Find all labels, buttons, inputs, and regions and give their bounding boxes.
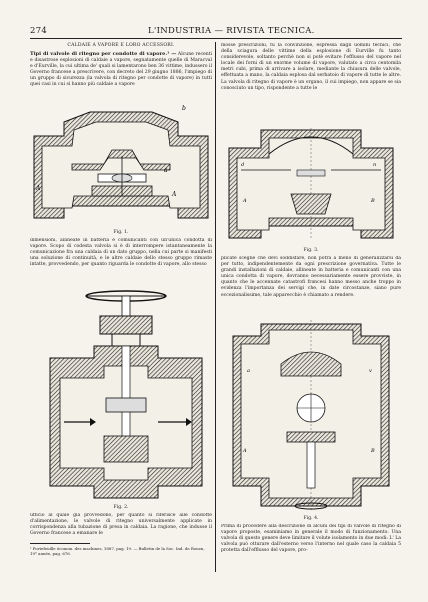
paragraph-bottom-left: ufficio al quale già provvedono, per qua… [30, 513, 212, 537]
svg-text:d: d [241, 162, 244, 168]
figure-1-caption: Fig. 1. [113, 230, 129, 235]
article-title: Tipi di valvole di ritegno per condotte … [30, 51, 177, 57]
svg-text:n: n [373, 162, 376, 168]
svg-text:A: A [35, 185, 41, 192]
svg-text:A: A [242, 198, 247, 204]
svg-text:B: B [370, 448, 375, 454]
page-number: 274 [30, 26, 48, 36]
svg-text:B: B [370, 198, 375, 204]
figure-3-caption: Fig. 3. [303, 248, 319, 253]
intro-paragraph: Alcune recenti e disastrose esplosioni d… [30, 52, 212, 88]
svg-text:a: a [164, 167, 168, 174]
paragraph-bottom-right: Prima di procedere alla descrizione di a… [221, 524, 401, 554]
journal-title: L'INDUSTRIA — RIVISTA TECNICA. [148, 26, 315, 36]
paragraph-middle-right: plicate sceglie che devi soddisfare, non… [221, 256, 401, 298]
figure-2-valve-drawing [49, 290, 203, 499]
svg-text:b: b [182, 105, 186, 112]
svg-text:A: A [242, 448, 247, 454]
paragraph-top-right: mosse prescrizioni, fu la convinzione, e… [221, 43, 401, 91]
figure-4-caption: Fig. 4. [303, 516, 319, 521]
figure-3-valve-drawing: d n A B [228, 128, 394, 239]
footnote-rule [30, 543, 90, 544]
svg-text:A: A [171, 191, 177, 198]
paragraph-after-fig1: dimensioni, allineate in batteria e comu… [30, 238, 212, 268]
section-title: CALDAIE A VAPORE E LORO ACCESSORI. [67, 43, 175, 48]
footnote: ¹ Portefeuille économ. des machines, 188… [30, 546, 205, 557]
header-rule [30, 38, 402, 39]
article-intro: Tipi di valvole di ritegno per condotte … [30, 51, 212, 99]
figure-2-caption: Fig. 2. [113, 505, 129, 510]
svg-text:v: v [369, 368, 372, 374]
column-divider [215, 42, 216, 572]
figure-4-valve-drawing: a v A B [232, 320, 390, 512]
svg-text:a: a [247, 368, 250, 374]
figure-1-valve-drawing: b a A A [33, 105, 209, 219]
